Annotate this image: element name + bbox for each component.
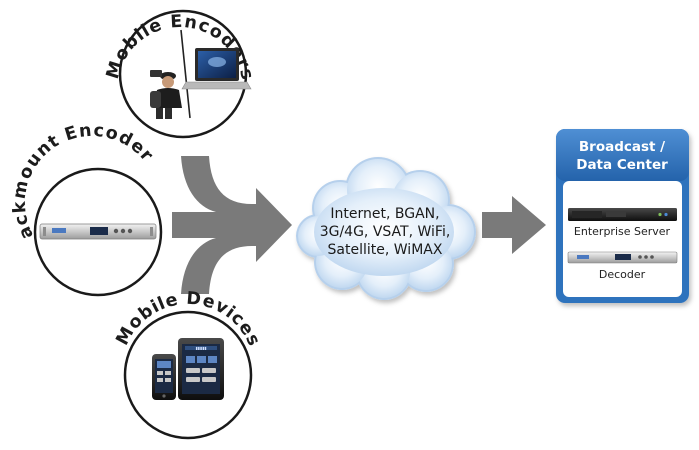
data-center-title-line-2: Data Center [576,157,668,173]
svg-text:▮▮▮▮▮: ▮▮▮▮▮ [195,346,206,351]
data-center-title-line-1: Broadcast / [579,139,665,155]
decoder-illustration [567,251,678,264]
enterprise-server-caption: Enterprise Server [574,225,671,238]
smartphone-illustration [152,354,176,400]
cloud-line-1: Internet, BGAN, [330,206,439,222]
arrow-to-data-center [482,196,546,254]
laptop-illustration [181,48,252,90]
mobile-devices-node: Mobile Devices ▮▮▮▮▮ [113,289,264,440]
cloud-line-2: 3G/4G, VSAT, WiFi, [320,224,451,240]
network-cloud: Internet, BGAN, 3G/4G, VSAT, WiFi, Satel… [296,157,476,300]
tablet-illustration: ▮▮▮▮▮ [178,338,224,400]
cameraman-illustration [150,70,182,119]
rack-encoder-illustration [39,223,157,240]
cloud-line-3: Satellite, WiMAX [328,242,443,258]
camera-pole-illustration [180,29,191,119]
mobile-encoders-node: Mobile Encoders [103,9,257,139]
decoder-caption: Decoder [599,268,646,281]
enterprise-server-illustration [568,208,677,221]
merge-arrow [172,156,292,294]
data-center-panel: Broadcast / Data Center Enterprise Serve… [556,129,689,303]
